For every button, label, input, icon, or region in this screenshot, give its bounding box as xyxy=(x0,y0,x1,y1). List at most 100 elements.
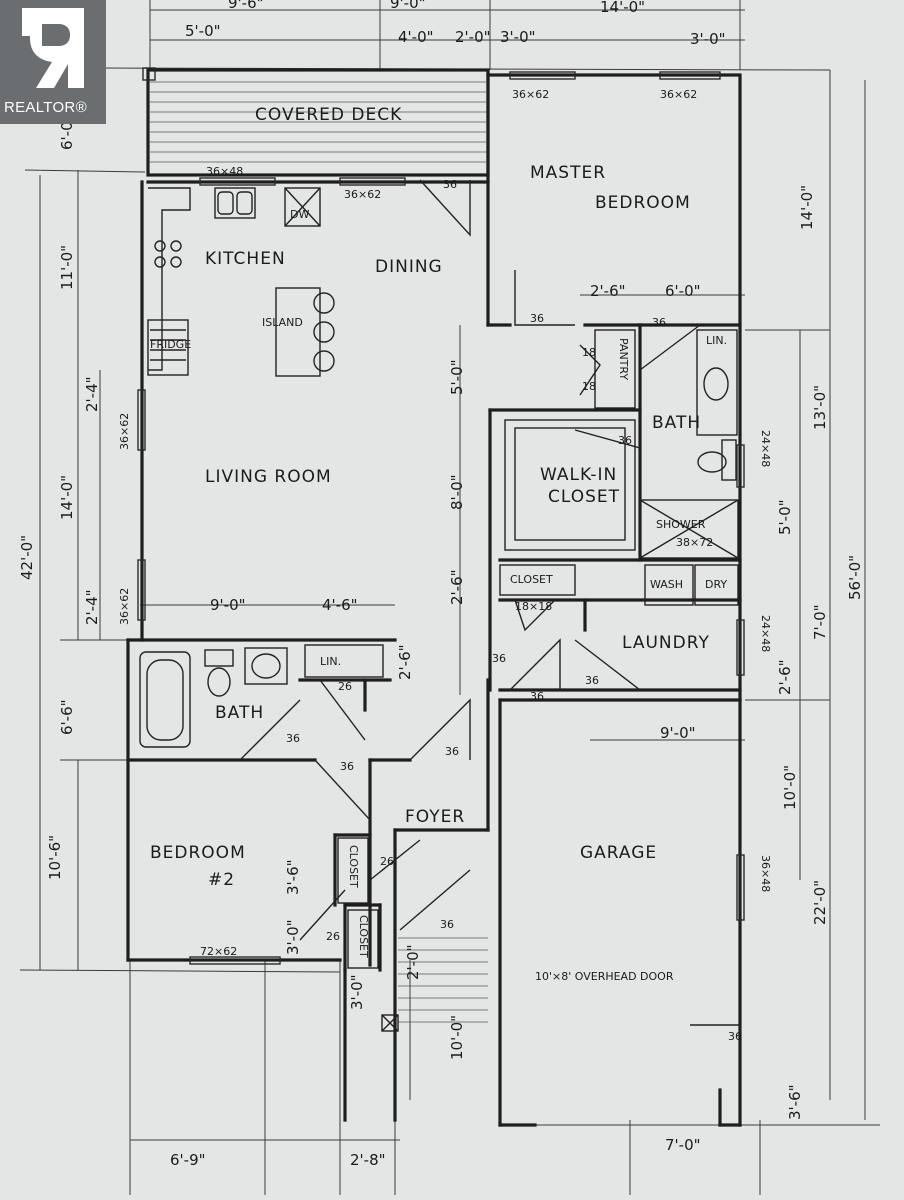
door-label-closet-b: 26 xyxy=(326,930,340,943)
dim-mid-5: 6'-0" xyxy=(665,282,701,300)
shower-size-label: 38×72 xyxy=(676,536,713,549)
master-bedroom-label-line1: MASTER xyxy=(530,163,606,183)
dim-bottom-3: 7'-0" xyxy=(665,1136,701,1154)
hall-closet-label: CLOSET xyxy=(510,573,553,586)
dim-mid-8: 2'-6" xyxy=(396,644,414,680)
realtor-logo: REALTOR® xyxy=(0,0,106,124)
dim-top-7: 3'-0" xyxy=(500,28,536,46)
dim-mid-9: 3'-6" xyxy=(284,859,302,895)
window-label-bath: 24×48 xyxy=(759,430,772,467)
door-label-laundry-a: 36 xyxy=(530,690,544,703)
dim-mid-12: 3'-0" xyxy=(348,974,366,1010)
door-label-hall: 36 xyxy=(492,652,506,665)
fixtures xyxy=(139,179,741,1080)
walk-in-closet-label-line2: CLOSET xyxy=(548,487,620,507)
dining-label: DINING xyxy=(375,257,443,277)
walls xyxy=(126,73,742,1127)
bedroom2-label-line2: #2 xyxy=(208,870,235,890)
door-label-bath: 36 xyxy=(286,732,300,745)
covered-deck-label: COVERED DECK xyxy=(255,105,402,125)
window-label-laundry: 24×48 xyxy=(759,615,772,652)
pantry-label: PANTRY xyxy=(617,338,630,380)
dim-right-4: 7'-0" xyxy=(811,604,829,640)
overhead-door-label: 10'×8' OVERHEAD DOOR xyxy=(535,970,674,983)
door-label-linen: 26 xyxy=(338,680,352,693)
dim-right-7: 10'-0" xyxy=(781,765,799,810)
dim-right-8: 22'-0" xyxy=(811,880,829,925)
master-linen-label: LIN. xyxy=(706,334,727,347)
door-label-garage: 36 xyxy=(728,1030,742,1043)
island-label: ISLAND xyxy=(262,316,303,329)
master-bedroom-label-line2: BEDROOM xyxy=(595,193,691,213)
dim-top-3: 14'-0" xyxy=(600,0,645,16)
dim-mid-1: 5'-0" xyxy=(448,359,466,395)
dim-top-8: 3'-0" xyxy=(690,30,726,48)
washer-label: WASH xyxy=(650,578,683,591)
shower-label: SHOWER xyxy=(656,518,706,531)
dim-bottom-2: 2'-8" xyxy=(350,1151,386,1169)
dim-top-2: 9'-0" xyxy=(390,0,426,12)
dim-left-6: 2'-4" xyxy=(83,589,101,625)
realtor-r-icon xyxy=(22,8,84,88)
dim-right-2: 13'-0" xyxy=(811,385,829,430)
dim-right-1: 14'-0" xyxy=(798,185,816,230)
dim-left-5: 14'-0" xyxy=(58,475,76,520)
window-label-master-1: 36×62 xyxy=(512,88,549,101)
door-label-pantry-a: 18 xyxy=(582,346,596,359)
closet-a-label: CLOSET xyxy=(347,845,360,888)
dim-mid-4: 2'-6" xyxy=(590,282,626,300)
window-label-bedroom2: 72×62 xyxy=(200,945,237,958)
window-label-garage: 36×48 xyxy=(759,855,772,892)
dim-top-6: 2'-0" xyxy=(455,28,491,46)
dim-mid-10: 3'-0" xyxy=(284,919,302,955)
dim-left-7: 6'-6" xyxy=(58,699,76,735)
door-label-bedroom: 36 xyxy=(340,760,354,773)
dim-right-6: 2'-6" xyxy=(776,659,794,695)
realtor-logo-text: REALTOR® xyxy=(4,99,87,116)
dimension-lines xyxy=(19,0,880,1195)
dim-right-9: 3'-6" xyxy=(786,1084,804,1120)
door-label-walkin: 36 xyxy=(618,434,632,447)
window-label-kitchen: 36×48 xyxy=(206,165,243,178)
bath-label: BATH xyxy=(215,703,264,723)
master-bath-label: BATH xyxy=(652,413,701,433)
dim-left-4: 2'-4" xyxy=(83,376,101,412)
dim-mid-14: 9'-0" xyxy=(660,724,696,742)
dim-left-2: 11'-0" xyxy=(58,245,76,290)
foyer-label: FOYER xyxy=(405,807,465,827)
dim-left-8: 10'-6" xyxy=(46,835,64,880)
laundry-label: LAUNDRY xyxy=(622,633,710,653)
dim-bottom-1: 6'-9" xyxy=(170,1151,206,1169)
door-label-master: 36 xyxy=(530,312,544,325)
door-label-deck: 36 xyxy=(443,178,457,191)
door-label-closet: 18×18 xyxy=(515,600,552,613)
dim-mid-3: 2'-6" xyxy=(448,569,466,605)
window-label-living-1: 36×62 xyxy=(118,413,131,450)
dryer-label: DRY xyxy=(705,578,727,591)
dim-right-3: 5'-0" xyxy=(776,499,794,535)
dim-mid-13: 10'-0" xyxy=(448,1015,466,1060)
living-room-label: LIVING ROOM xyxy=(205,467,332,487)
walk-in-closet-label-line1: WALK-IN xyxy=(540,465,617,485)
door-label-stair: 36 xyxy=(440,918,454,931)
window-label-living-2: 36×62 xyxy=(118,588,131,625)
closet-b-label: CLOSET xyxy=(357,915,370,958)
door-label-pantry-b: 18 xyxy=(582,380,596,393)
dim-mid-11: 2'-0" xyxy=(404,944,422,980)
window-label-master-2: 36×62 xyxy=(660,88,697,101)
dim-top-5: 4'-0" xyxy=(398,28,434,46)
door-label-foyer: 36 xyxy=(445,745,459,758)
kitchen-label: KITCHEN xyxy=(205,249,286,269)
fridge-label: FRIDGE xyxy=(150,338,191,351)
door-label-closet-a: 26 xyxy=(380,855,394,868)
windows xyxy=(137,71,745,965)
dim-mid-6: 9'-0" xyxy=(210,596,246,614)
window-label-dining: 36×62 xyxy=(344,188,381,201)
garage-label: GARAGE xyxy=(580,843,657,863)
dim-mid-2: 8'-0" xyxy=(448,474,466,510)
door-label-laundry-b: 36 xyxy=(585,674,599,687)
dishwasher-label: DW xyxy=(290,208,309,221)
dim-mid-7: 4'-6" xyxy=(322,596,358,614)
